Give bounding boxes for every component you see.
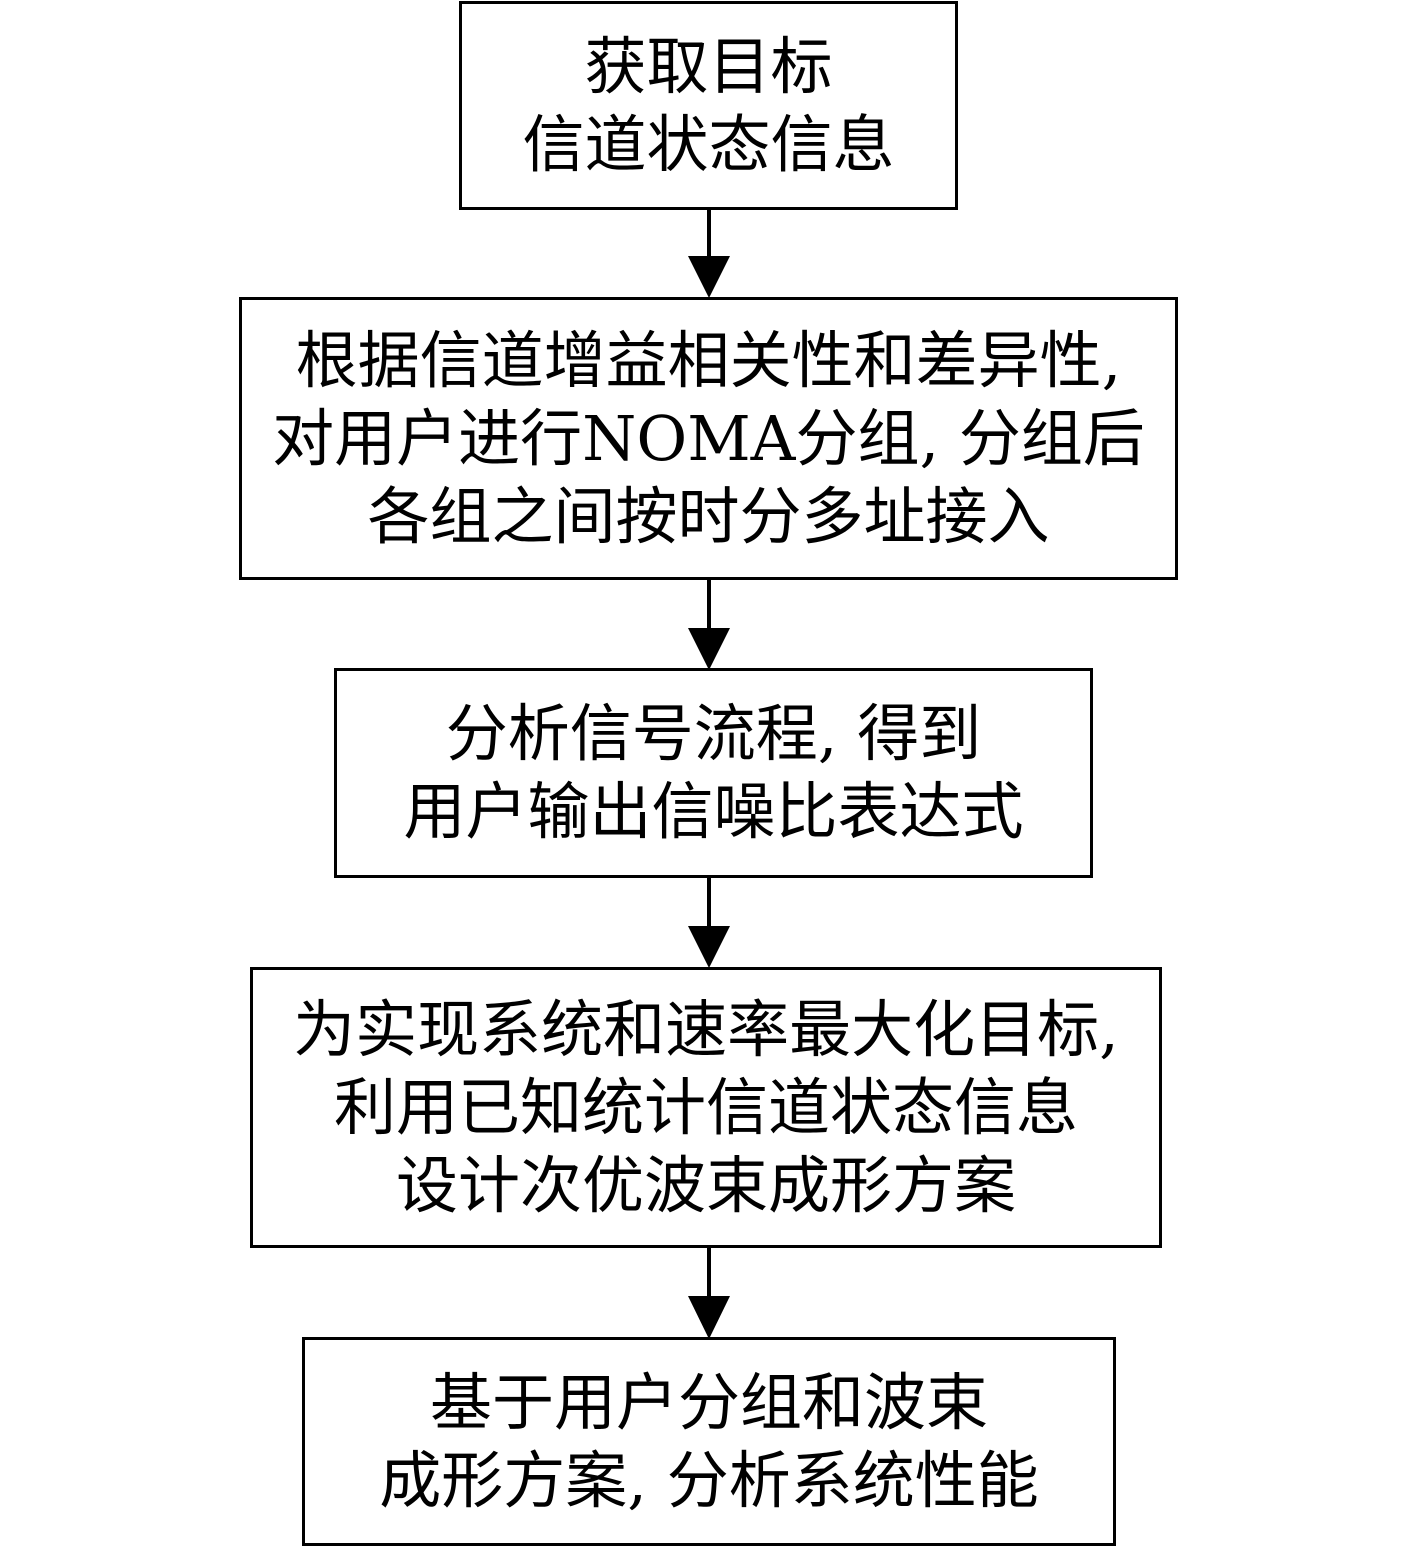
- step-1-line-2: 信道状态信息: [522, 107, 895, 181]
- arrow-1-to-2: [688, 208, 730, 298]
- arrow-3-to-4: [688, 877, 730, 968]
- step-4-line-2: 利用已知统计信道状态信息: [333, 1070, 1078, 1144]
- step-3-line-2: 用户输出信噪比表达式: [403, 775, 1024, 848]
- step-4-line-1: 为实现系统和速率最大化目标,: [293, 992, 1119, 1066]
- arrow-4-to-5: [688, 1247, 730, 1339]
- step-box-4: 为实现系统和速率最大化目标, 利用已知统计信道状态信息 设计次优波束成形方案: [250, 967, 1162, 1248]
- step-3-line-1: 分析信号流程, 得到: [445, 697, 982, 770]
- step-5-line-2: 成形方案, 分析系统性能: [379, 1443, 1039, 1517]
- step-2-line-3: 各组之间按时分多址接入: [367, 479, 1050, 553]
- step-5-line-1: 基于用户分组和波束: [429, 1365, 988, 1439]
- step-1-line-1: 获取目标: [584, 29, 833, 103]
- step-2-line-2: 对用户进行NOMA分组, 分组后: [272, 401, 1145, 475]
- step-box-3: 分析信号流程, 得到 用户输出信噪比表达式: [334, 668, 1093, 878]
- arrow-2-to-3: [688, 579, 730, 670]
- step-4-line-3: 设计次优波束成形方案: [395, 1148, 1016, 1222]
- step-2-line-1: 根据信道增益相关性和差异性,: [295, 323, 1122, 397]
- step-box-2: 根据信道增益相关性和差异性, 对用户进行NOMA分组, 分组后 各组之间按时分多…: [239, 297, 1178, 580]
- step-box-1: 获取目标 信道状态信息: [459, 1, 958, 210]
- step-box-5: 基于用户分组和波束 成形方案, 分析系统性能: [302, 1337, 1116, 1546]
